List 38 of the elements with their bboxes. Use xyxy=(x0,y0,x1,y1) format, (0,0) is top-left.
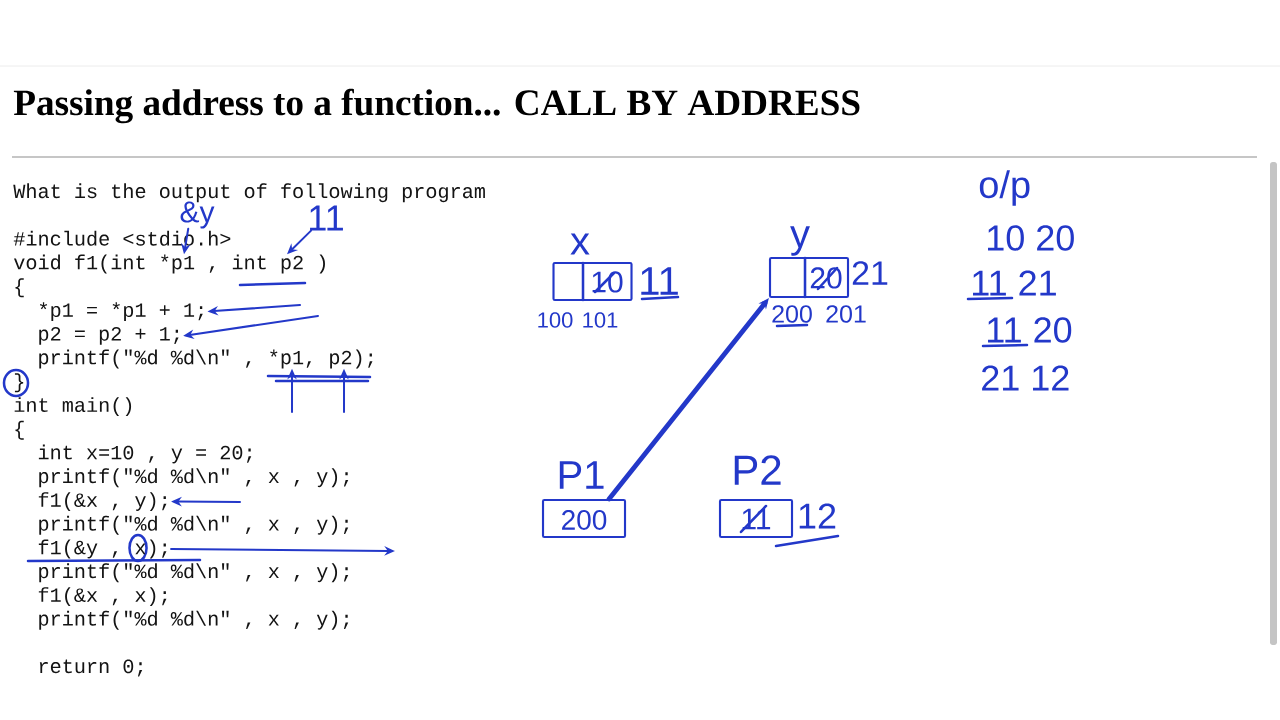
output-heading: o/p xyxy=(979,170,1030,206)
value-label: 21 xyxy=(852,261,888,285)
code-line: printf("%d %d\n" , x , y); xyxy=(39,563,349,583)
value-label: 12 xyxy=(799,503,836,529)
address-label: 201 xyxy=(826,305,866,323)
address-label: 200 xyxy=(772,305,812,323)
code-line: f1(&x , x); xyxy=(38,587,167,606)
question-text: What is the output of following program xyxy=(13,183,485,203)
code-line: { xyxy=(15,278,24,298)
handwritten-note: 11 xyxy=(310,205,343,231)
code-line: p2 = p2 + 1; xyxy=(39,327,179,345)
arrow xyxy=(606,298,769,502)
code-line: *p1 = *p1 + 1; xyxy=(39,302,203,321)
code-line: { xyxy=(15,420,24,440)
code-line: f1(&x , y); xyxy=(38,492,167,511)
output-text: 11 20 xyxy=(988,317,1072,343)
code-line: int main() xyxy=(14,397,132,416)
address-label: 100 xyxy=(538,312,573,328)
code-line: printf("%d %d\n" , *p1, p2); xyxy=(39,349,373,369)
output-text: 10 20 xyxy=(988,225,1074,251)
pointer-box: 200 xyxy=(541,498,627,539)
variable-name: P2 xyxy=(734,455,781,485)
variable-name: P1 xyxy=(559,461,604,489)
handwritten-note: &y xyxy=(180,201,215,229)
title: Passing address to a function... CALL BY ADDRESS xyxy=(13,88,860,124)
code-line: } xyxy=(14,373,24,393)
address-label: 101 xyxy=(583,312,618,328)
code-line: printf("%d %d\n" , x , y); xyxy=(39,468,349,488)
code-line: printf("%d %d\n" , x , y); xyxy=(39,610,349,630)
output-text: 21 12 xyxy=(982,365,1069,391)
output-text: 11 21 xyxy=(973,270,1056,296)
variable-name: x xyxy=(570,233,590,255)
variable-name: y xyxy=(790,226,810,256)
value-label: 11 xyxy=(641,267,678,295)
code-line: int x=10 , y = 20; xyxy=(38,444,252,464)
code-line: void f1(int *p1 , int p2 ) xyxy=(13,254,325,274)
code-line: return 0; xyxy=(39,659,143,677)
code-line: printf("%d %d\n" , x , y); xyxy=(39,515,349,535)
